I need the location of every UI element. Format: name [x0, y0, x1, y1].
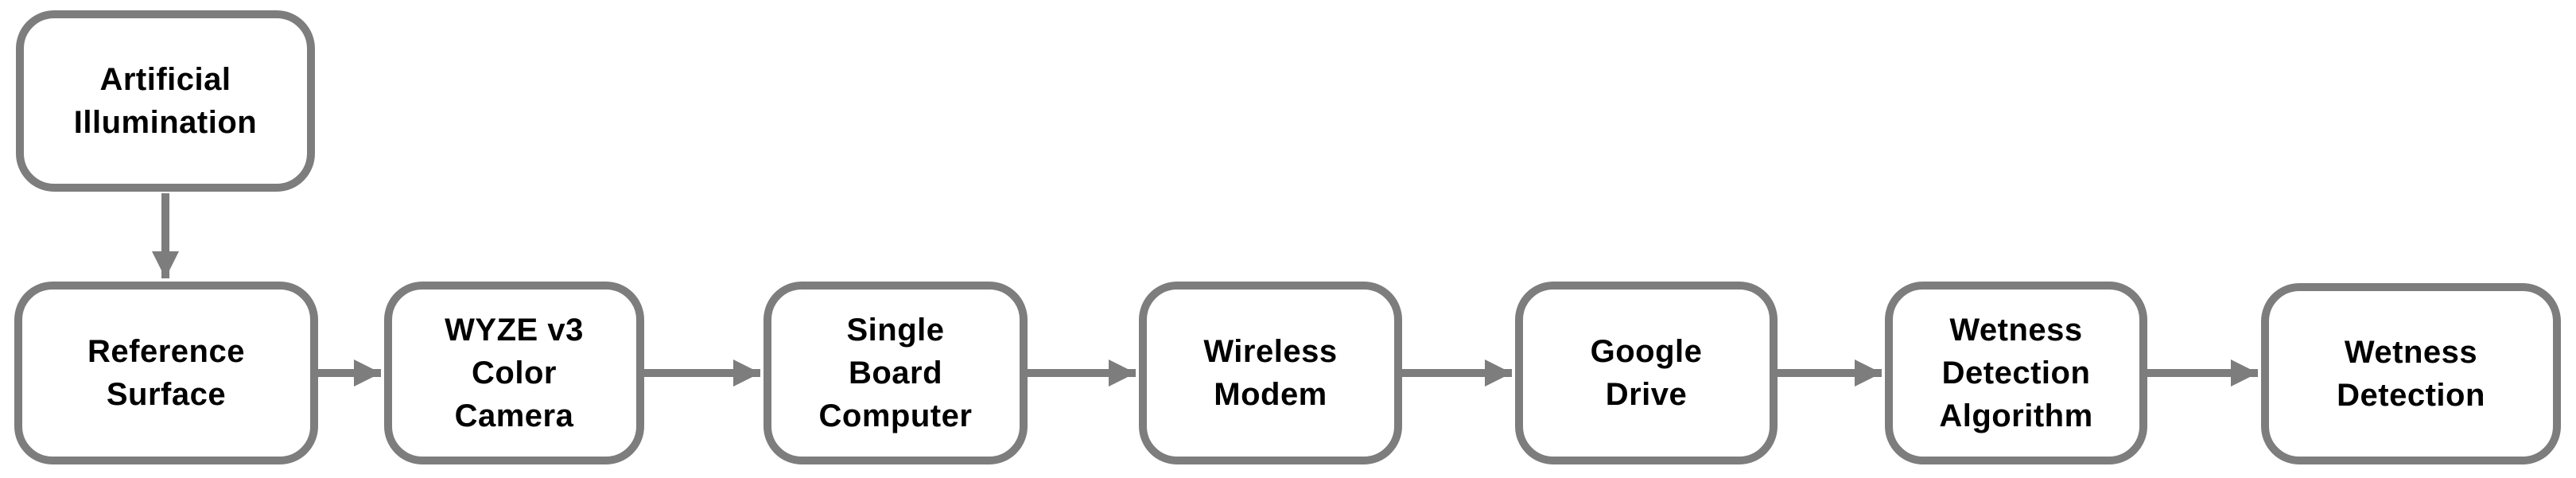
node-wireless-modem: Wireless Modem: [1139, 282, 1402, 464]
node-artificial-illumination-label: Artificial Illumination: [73, 62, 258, 140]
node-single-board-computer: Single Board Computer: [763, 282, 1028, 464]
node-wireless-modem-label: Wireless Modem: [1203, 334, 1338, 412]
node-wetness-detection: Wetness Detection: [2261, 283, 2561, 464]
node-reference-surface-label: Reference Surface: [87, 334, 245, 412]
node-wetness-detection-algorithm: Wetness Detection Algorithm: [1885, 282, 2147, 464]
node-wetness-detection-algorithm-label: Wetness Detection Algorithm: [1939, 313, 2093, 433]
node-reference-surface: Reference Surface: [14, 282, 318, 464]
node-google-drive-label: Google Drive: [1590, 334, 1703, 412]
node-single-board-computer-label: Single Board Computer: [818, 313, 973, 433]
node-wyze-v3-color-camera-label: WYZE v3 Color Camera: [445, 313, 584, 433]
node-artificial-illumination: Artificial Illumination: [16, 10, 315, 192]
node-wetness-detection-label: Wetness Detection: [2337, 335, 2485, 413]
node-wyze-v3-color-camera: WYZE v3 Color Camera: [384, 282, 644, 464]
node-google-drive: Google Drive: [1515, 282, 1778, 464]
